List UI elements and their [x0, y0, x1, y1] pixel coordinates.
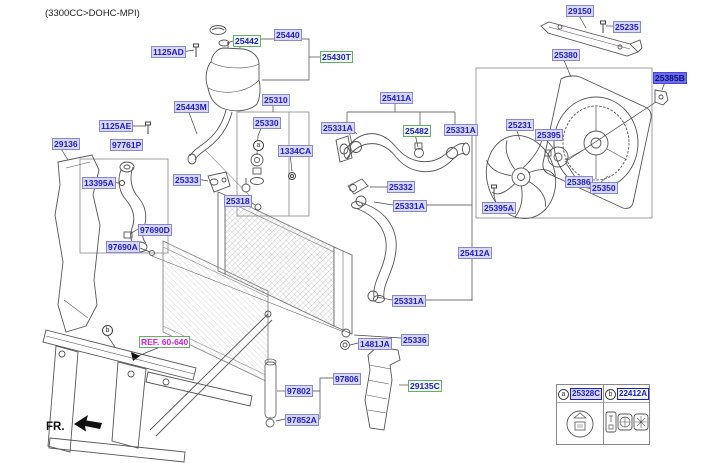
- part-label-25331A[interactable]: 25331A: [444, 124, 478, 136]
- part-label-25395A[interactable]: 25395A: [482, 202, 516, 214]
- part-label-97852A[interactable]: 97852A: [285, 414, 319, 426]
- part-label-1334CA[interactable]: 1334CA: [278, 145, 314, 157]
- part-label-25430T[interactable]: 25430T: [320, 51, 353, 63]
- ref-arrowhead: [131, 352, 140, 361]
- bolt-icons: [119, 20, 606, 196]
- legend-table: a 25328C b 22412A: [556, 384, 650, 445]
- part-label-25385B[interactable]: 25385B: [653, 72, 687, 84]
- page-title: (3300CC>DOHC-MPI): [45, 8, 140, 19]
- fr-arrow-icon: [74, 415, 102, 432]
- mounting-clip-drawing: [654, 89, 669, 106]
- part-label-25412A[interactable]: 25412A: [458, 247, 492, 259]
- part-label-25330[interactable]: 25330: [253, 117, 281, 129]
- front-end-module-drawing: [42, 310, 273, 463]
- water-fitting-drawing: [207, 171, 231, 193]
- part-label-25440[interactable]: 25440: [274, 29, 302, 41]
- legend-letter-a: a: [558, 388, 569, 400]
- part-label-29150[interactable]: 29150: [566, 5, 594, 17]
- part-label-29136[interactable]: 29136: [52, 138, 80, 150]
- part-label-25331A[interactable]: 25331A: [393, 200, 427, 212]
- part-label-25331A[interactable]: 25331A: [392, 295, 426, 307]
- coolant-reservoir-drawing: [205, 25, 261, 112]
- part-label-22412A[interactable]: 22412A: [617, 388, 650, 400]
- part-label-25350[interactable]: 25350: [590, 182, 618, 194]
- part-label-25231[interactable]: 25231: [506, 119, 534, 131]
- circled-letter-b: b: [102, 325, 113, 336]
- lower-hose-drawing: [351, 195, 397, 303]
- part-label-25333[interactable]: 25333: [173, 174, 201, 186]
- part-label-25310[interactable]: 25310: [262, 94, 290, 106]
- part-label-97690D[interactable]: 97690D: [138, 224, 172, 236]
- part-label-25380[interactable]: 25380: [552, 49, 580, 61]
- caution-label-icons: [605, 411, 648, 433]
- radiator-cap-parts-drawing: [250, 153, 264, 185]
- part-label-25332[interactable]: 25332: [387, 181, 415, 193]
- part-label-25443M[interactable]: 25443M: [174, 101, 209, 113]
- air-guard-drawing: [54, 154, 101, 333]
- circled-letter-a: a: [253, 140, 264, 151]
- part-label-1481JA[interactable]: 1481JA: [358, 338, 392, 350]
- part-label-97806[interactable]: 97806: [333, 373, 361, 385]
- part-label-29135C[interactable]: 29135C: [408, 380, 442, 392]
- reservoir-hose-drawing: [187, 109, 233, 165]
- part-label-25442[interactable]: 25442: [233, 35, 261, 47]
- drain-ring-drawing: [340, 328, 351, 350]
- part-label-1125AD[interactable]: 1125AD: [151, 46, 186, 58]
- part-label-25386[interactable]: 25386: [565, 176, 593, 188]
- part-label-25328C[interactable]: 25328C: [570, 388, 603, 400]
- legend-letter-b: b: [605, 388, 616, 400]
- cooling-fan-drawing: [485, 135, 557, 219]
- part-label-25235[interactable]: 25235: [613, 21, 641, 33]
- part-label-25395[interactable]: 25395: [535, 129, 563, 141]
- legend-cell-a: a 25328C: [557, 385, 603, 444]
- part-label-25318[interactable]: 25318: [224, 195, 252, 207]
- part-label-1125AE[interactable]: 1125AE: [99, 120, 134, 132]
- part-label-97761P[interactable]: 97761P: [110, 139, 144, 151]
- part-label-97802[interactable]: 97802: [285, 385, 313, 397]
- legend-cell-b: b 22412A: [603, 385, 650, 444]
- radiator-drawing: [217, 178, 353, 335]
- fr-label: FR.: [46, 421, 65, 433]
- upper-bracket-drawing: [540, 21, 643, 57]
- inlet-fitting-drawing: [347, 178, 369, 195]
- upper-hose-drawing: [335, 133, 470, 173]
- part-label-REF. 60-640[interactable]: REF. 60-640: [139, 336, 191, 348]
- part-label-25482[interactable]: 25482: [403, 125, 431, 137]
- part-label-13395A[interactable]: 13395A: [82, 177, 116, 189]
- part-label-25336[interactable]: 25336: [401, 334, 429, 346]
- part-label-25411A[interactable]: 25411A: [380, 92, 414, 104]
- part-label-97690A[interactable]: 97690A: [106, 241, 140, 253]
- radiator-cap-warning-icon: [566, 410, 594, 438]
- condenser-drawing: [162, 240, 277, 428]
- part-label-25331A[interactable]: 25331A: [321, 122, 355, 134]
- air-duct-drawing: [364, 346, 401, 431]
